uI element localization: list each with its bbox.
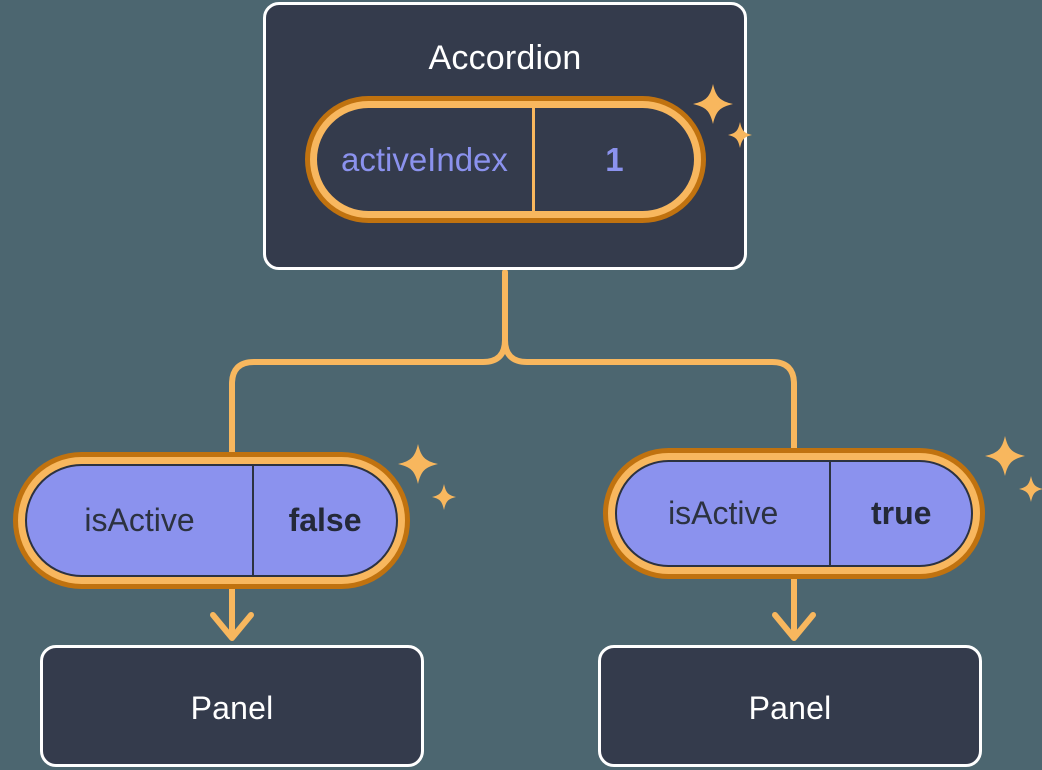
connector-branch-right — [502, 337, 797, 451]
sparkle-icon-large — [985, 436, 1025, 476]
connector-branch-left — [229, 337, 508, 455]
sparkle-icon-small — [432, 484, 456, 510]
state-pill-ring: activeIndex 1 — [310, 101, 701, 218]
state-pill-active-index[interactable]: activeIndex 1 — [305, 96, 706, 223]
component-title-accordion: Accordion — [428, 39, 582, 77]
component-title-panel-right: Panel — [748, 690, 832, 726]
component-node-panel-right[interactable]: Panel — [598, 645, 982, 767]
state-value-label: true — [829, 462, 971, 565]
state-value-label: 1 — [531, 108, 694, 211]
connector-arrow-right-head — [772, 612, 816, 641]
sparkle-icon-right — [985, 436, 1042, 502]
state-pill-ring: isActive false — [18, 457, 405, 584]
state-pill-inner: activeIndex 1 — [317, 108, 694, 211]
component-node-panel-left[interactable]: Panel — [40, 645, 424, 767]
state-pill-inner: isActive false — [25, 464, 398, 577]
state-pill-inner: isActive true — [615, 460, 973, 567]
state-pill-isactive-false[interactable]: isActive false — [13, 452, 410, 589]
sparkle-icon-large — [398, 444, 438, 484]
connector-arrow-left-head — [210, 612, 254, 641]
component-title-panel-left: Panel — [190, 690, 274, 726]
state-value-label: false — [252, 466, 396, 575]
state-pill-ring: isActive true — [608, 453, 980, 574]
state-key-label: isActive — [84, 502, 195, 538]
state-key-label: activeIndex — [340, 140, 508, 178]
sparkle-icon-small — [1019, 476, 1042, 502]
state-pill-isactive-true[interactable]: isActive true — [603, 448, 985, 579]
state-key-label: isActive — [668, 495, 779, 531]
